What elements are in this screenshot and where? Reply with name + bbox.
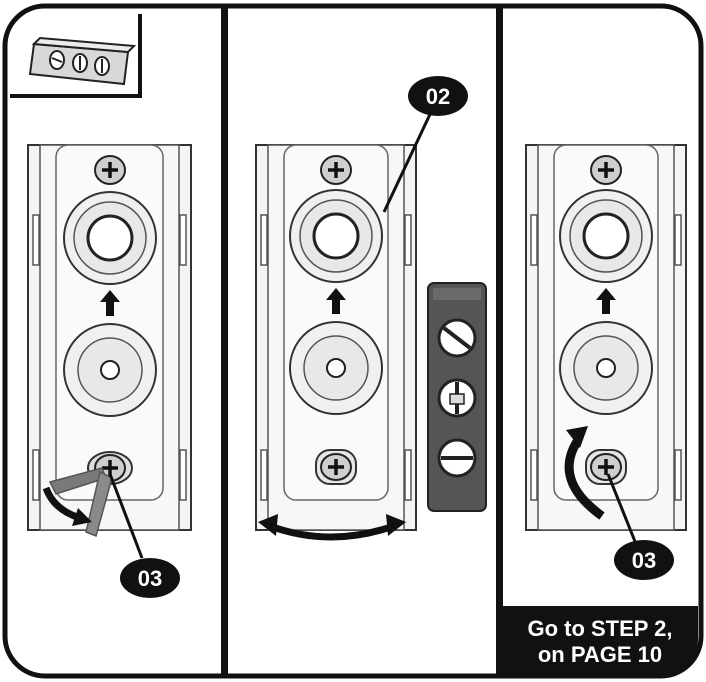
callout-03-right xyxy=(614,540,674,580)
callout-02-label: 02 xyxy=(426,84,450,109)
adjuster-bar xyxy=(427,282,487,512)
leader-line-02 xyxy=(382,109,434,213)
hinge-plate xyxy=(27,144,192,531)
next-step-box xyxy=(503,606,698,674)
panel-3: 03 Go to STEP 2, on PAGE 10 xyxy=(503,144,698,674)
next-step-line1: Go to STEP 2, xyxy=(527,616,672,641)
divider-right xyxy=(496,8,503,674)
callout-02 xyxy=(408,76,468,116)
callout-03-left-label: 03 xyxy=(138,566,162,591)
next-step-line2: on PAGE 10 xyxy=(538,642,662,667)
callout-03-right-label: 03 xyxy=(632,548,656,573)
hinge-plate-middle xyxy=(255,144,417,531)
panel-1: 03 xyxy=(10,14,192,598)
leader-line-03-right xyxy=(606,473,638,545)
up-arrow-middle xyxy=(326,288,346,314)
divider-left xyxy=(221,8,228,674)
side-adjust-arrow xyxy=(268,522,396,541)
hinge-plate-right xyxy=(525,144,687,531)
rotate-arrow-3 xyxy=(564,437,605,520)
leader-line-03 xyxy=(108,473,144,559)
up-arrow xyxy=(100,290,120,316)
screwdriver-handle xyxy=(85,470,113,538)
up-arrow-right xyxy=(596,288,616,314)
inset-adjuster-thumbnail xyxy=(10,14,142,98)
panel-2: 02 xyxy=(255,76,487,541)
callout-03-left xyxy=(120,558,180,598)
